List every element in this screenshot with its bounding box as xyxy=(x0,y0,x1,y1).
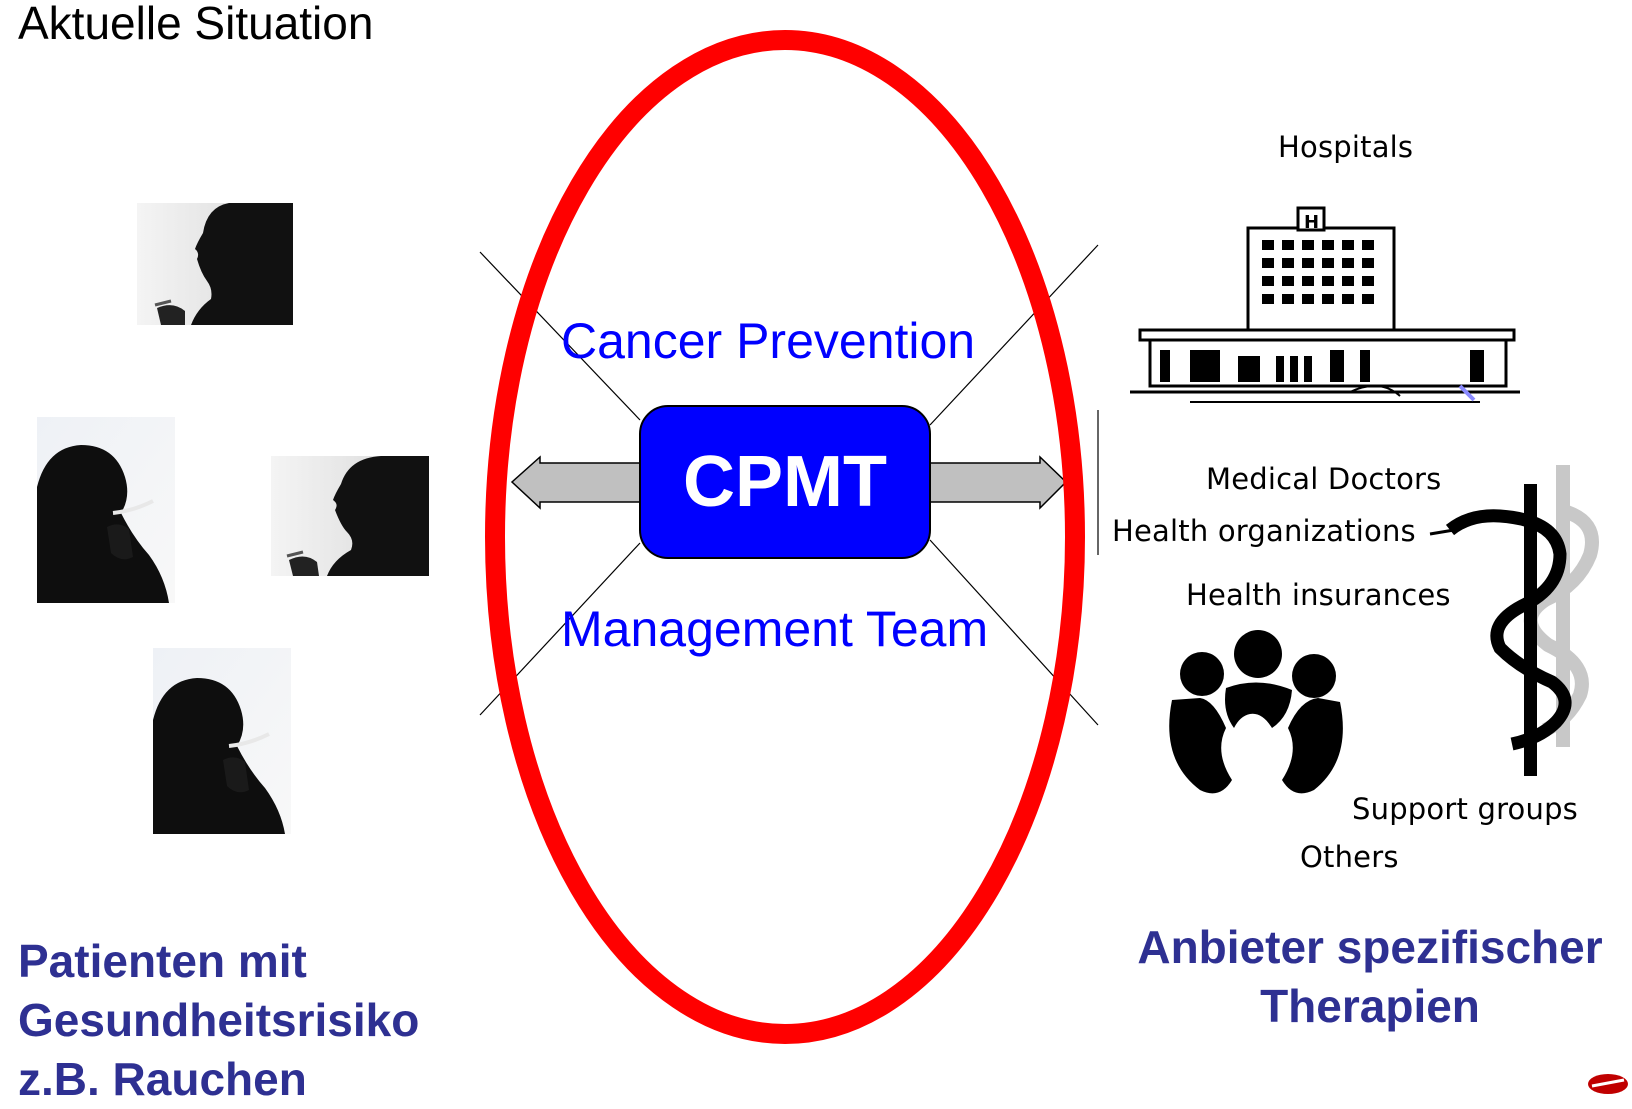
logo-icon xyxy=(1588,1074,1628,1094)
health-insurances-label: Health insurances xyxy=(1186,578,1451,612)
left-caption-line3: z.B. Rauchen xyxy=(18,1052,307,1105)
right-arrow xyxy=(927,455,1068,510)
red-ellipse xyxy=(485,30,1085,1044)
smoker-photo-icon xyxy=(37,203,429,834)
people-group-icon xyxy=(1169,630,1343,794)
right-caption-line1: Anbieter spezifischer xyxy=(1137,921,1603,973)
left-caption-line2: Gesundheitsrisiko xyxy=(18,993,420,1046)
left-caption-line1: Patienten mit xyxy=(18,935,307,987)
cpmt-box-label-wrap: CPMT xyxy=(640,406,930,558)
health-organizations-label: Health organizations xyxy=(1112,514,1416,548)
connector-line-top-right xyxy=(929,244,1099,426)
cancer-prevention-label: Cancer Prevention xyxy=(561,313,976,369)
hospital-icon: H xyxy=(1130,206,1520,403)
cpmt-label: CPMT xyxy=(683,442,887,522)
staff-of-asclepius-icon xyxy=(1429,465,1599,776)
cpmt-box xyxy=(639,405,931,559)
others-label: Others xyxy=(1300,840,1399,874)
svg-text:H: H xyxy=(1304,212,1319,233)
medical-doctors-label: Medical Doctors xyxy=(1206,462,1442,496)
right-caption: Anbieter spezifischer Therapien xyxy=(1106,918,1632,1036)
right-caption-line2: Therapien xyxy=(1260,979,1480,1032)
left-arrow xyxy=(510,455,643,510)
hospitals-label: Hospitals xyxy=(1278,130,1414,164)
left-caption: Patienten mit Gesundheitsrisiko z.B. Rau… xyxy=(18,932,419,1109)
page-title: Aktuelle Situation xyxy=(18,0,374,49)
connector-line-top-left xyxy=(479,251,641,421)
support-groups-label: Support groups xyxy=(1352,792,1578,826)
management-team-label: Management Team xyxy=(561,601,989,657)
